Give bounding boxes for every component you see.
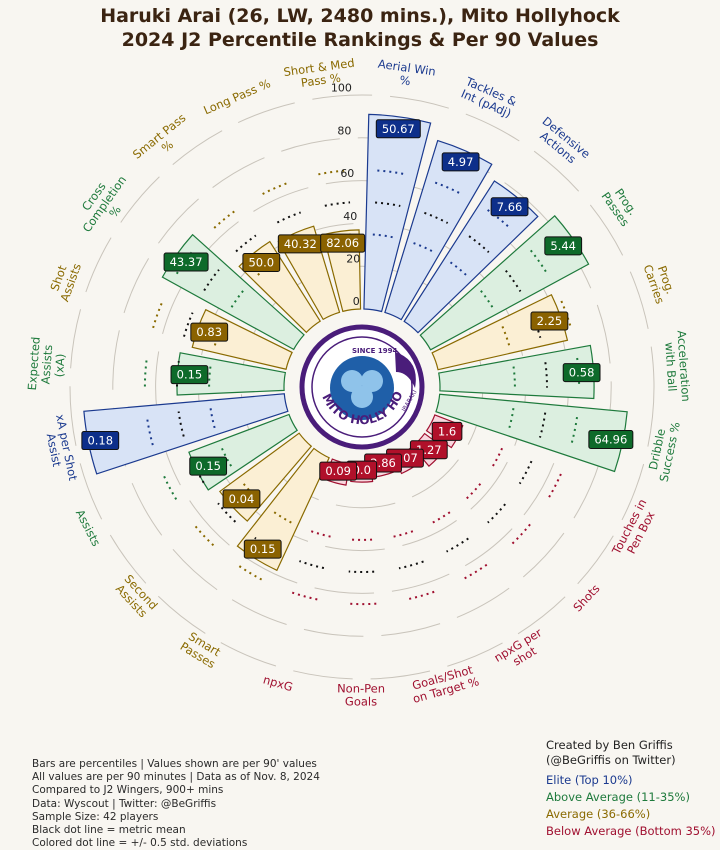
metric-label: Shots: [570, 581, 602, 614]
note-line: Sample Size: 42 players: [32, 811, 320, 824]
value-label: 7.66: [497, 200, 523, 214]
r-tick-label: 40: [343, 210, 357, 223]
metric-label: Touches inPen Box: [609, 497, 661, 564]
dot-line: [153, 300, 163, 328]
dot-line: [299, 561, 323, 568]
value-label: 0.58: [569, 366, 595, 380]
metric-label: Tackles &Int (pAdj): [458, 74, 519, 121]
credit-line: Created by Ben Griffis: [546, 738, 676, 753]
value-label: 1.6: [438, 424, 456, 438]
r-tick-label: 20: [346, 253, 360, 266]
r-tick-label: 0: [353, 295, 360, 308]
metric-label: Prog.Passes: [599, 182, 643, 229]
metric-label: CrossCompletion%: [69, 166, 140, 243]
legend-item-elite: Elite (Top 10%): [546, 772, 716, 789]
metric-label: SecondAssists: [112, 572, 161, 621]
note-line: Compared to J2 Wingers, 900+ mins: [32, 784, 320, 797]
credit-line: (@BeGriffis on Twitter): [546, 753, 676, 768]
metric-label: ExpectedAssists(xA): [25, 336, 69, 392]
dot-line: [325, 202, 350, 205]
note-line: Colored dot line = +/- 0.5 std. deviatio…: [32, 837, 320, 850]
value-label: 82.06: [326, 236, 359, 250]
value-label: 40.32: [284, 237, 317, 251]
legend-item-above: Above Average (11-35%): [546, 789, 716, 806]
value-label: 0.83: [196, 325, 222, 339]
r-tick-label: 60: [340, 167, 354, 180]
crest-since: SINCE 1994: [352, 347, 397, 355]
dot-line: [399, 561, 424, 568]
value-label: 64.96: [594, 432, 627, 446]
dot-line: [488, 504, 505, 523]
dot-line: [236, 564, 261, 580]
note-line: All values are per 90 minutes | Data as …: [32, 771, 320, 784]
dot-line: [145, 357, 147, 387]
value-label: 0.04: [229, 492, 255, 506]
tier-legend: Elite (Top 10%)Above Average (11-35%)Ave…: [546, 772, 716, 840]
dot-line: [393, 531, 413, 537]
metric-label: npxG: [262, 672, 295, 694]
value-label: 50.0: [248, 255, 274, 269]
dot-line: [520, 461, 532, 484]
dot-line: [405, 592, 434, 600]
value-label: 0.15: [195, 459, 221, 473]
metric-label: SmartPasses: [178, 628, 225, 671]
metric-label: Long Pass %: [201, 76, 272, 117]
credit: Created by Ben Griffis(@BeGriffis on Twi…: [546, 738, 676, 768]
dot-line: [492, 448, 502, 467]
dot-line: [236, 235, 256, 251]
value-label: 43.37: [170, 255, 203, 269]
dot-line: [310, 531, 330, 537]
value-label: 0.15: [250, 542, 276, 556]
r-tick-label: 80: [337, 124, 351, 137]
metric-label: npxG pershot: [492, 625, 552, 676]
value-label: 0.09: [325, 464, 351, 478]
dot-line: [346, 604, 376, 605]
dot-line: [547, 474, 561, 500]
note-line: Black dot line = metric mean: [32, 824, 320, 837]
value-label: 5.44: [550, 239, 576, 253]
metric-label: Smart Pass%: [130, 111, 197, 172]
value-label: 50.67: [382, 122, 415, 136]
dot-line: [447, 538, 469, 551]
dot-line: [263, 182, 290, 194]
note-line: Data: Wyscout | Twitter: @BeGriffis: [32, 798, 320, 811]
dot-line: [461, 565, 487, 580]
metric-label: Goals/Shoton Target %: [408, 662, 481, 706]
dot-line: [432, 512, 450, 523]
value-label: 2.25: [537, 314, 563, 328]
value-label: 0.18: [87, 434, 113, 448]
legend-item-average: Average (36-66%): [546, 806, 716, 823]
legend-item-below: Below Average (Bottom 35%): [546, 823, 716, 840]
metric-label: Prog.Carries: [641, 258, 680, 305]
dot-line: [289, 591, 318, 599]
dot-line: [277, 212, 300, 222]
note-line: Bars are percentiles | Values shown are …: [32, 758, 320, 771]
dot-line: [466, 484, 480, 499]
metric-label: Accelerationwith Ball: [662, 330, 694, 403]
dot-line: [163, 473, 177, 500]
value-label: 4.97: [448, 155, 474, 169]
metric-label: ShotAssists: [45, 257, 84, 303]
metric-label: DribbleSuccess %: [644, 418, 683, 483]
chart-notes: Bars are percentiles | Values shown are …: [32, 758, 320, 850]
metric-label: Aerial Win%: [375, 57, 436, 92]
value-label: 0.15: [177, 368, 203, 382]
metric-label: DefensiveActions: [531, 114, 593, 171]
dot-line: [510, 524, 530, 546]
metric-label: xA per ShotAssist: [40, 413, 80, 485]
